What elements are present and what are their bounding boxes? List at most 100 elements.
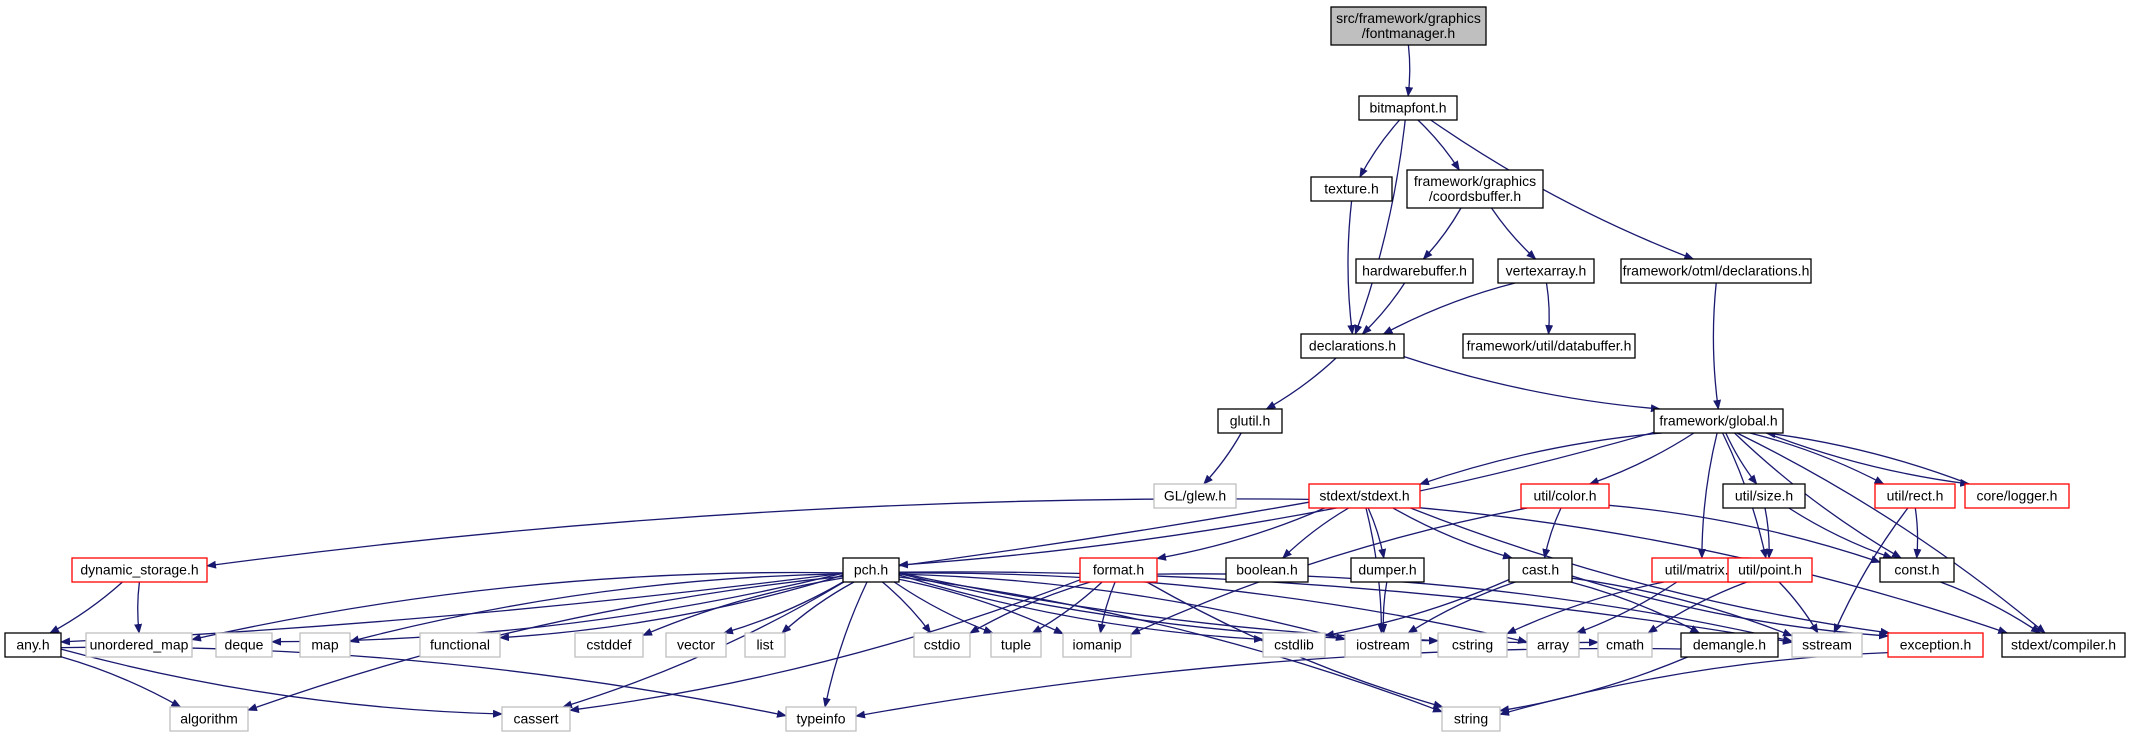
node-label-array: array (1537, 637, 1569, 653)
node-const[interactable]: const.h (1879, 557, 1955, 583)
node-box-point (1727, 557, 1813, 583)
node-box-dynamic_storage (71, 557, 208, 583)
node-stdext[interactable]: stdext/stdext.h (1308, 483, 1421, 509)
node-vertexarray[interactable]: vertexarray.h (1497, 258, 1595, 284)
node-glew: GL/glew.h (1153, 483, 1237, 509)
edge-point-to-sstream (1778, 581, 1819, 634)
edge-pch-to-iomanip (898, 578, 1064, 635)
node-label-coordsbuffer-line-0: framework/graphics (1414, 173, 1536, 189)
node-hardwarebuffer[interactable]: hardwarebuffer.h (1355, 258, 1474, 284)
node-demangle[interactable]: demangle.h (1680, 632, 1779, 658)
node-label-coordsbuffer-line-1: /coordsbuffer.h (1429, 188, 1521, 204)
edge-pch-to-algorithm (247, 575, 844, 711)
node-dumper[interactable]: dumper.h (1350, 557, 1425, 583)
node-label-declarations: declarations.h (1309, 338, 1396, 354)
node-box-demangle (1680, 632, 1779, 658)
node-coordsbuffer[interactable]: framework/graphics/coordsbuffer.h (1406, 169, 1544, 209)
edge-pch-to-cstdio (881, 581, 932, 634)
node-label-glew: GL/glew.h (1164, 488, 1226, 504)
node-box-cassert (501, 706, 571, 732)
edge-stdext-to-dynamic_storage (206, 498, 1310, 569)
node-box-coordsbuffer (1406, 169, 1544, 209)
edge-pch-to-vector (723, 581, 844, 635)
node-cassert: cassert (501, 706, 571, 732)
node-rect[interactable]: util/rect.h (1874, 483, 1956, 509)
node-box-pch (842, 557, 900, 583)
node-iostream: iostream (1344, 632, 1422, 658)
node-label-boolean: boolean.h (1236, 562, 1298, 578)
edge-cast-to-cstdlib (1324, 579, 1510, 638)
edges-layer (49, 44, 2046, 719)
edge-global-to-pch (898, 431, 1655, 569)
node-point[interactable]: util/point.h (1727, 557, 1813, 583)
node-box-cstddef (574, 632, 644, 658)
edge-dumper-to-iostream (1379, 581, 1388, 634)
node-cmath: cmath (1597, 632, 1653, 658)
node-root[interactable]: src/framework/graphics/fontmanager.h (1330, 6, 1487, 46)
node-label-cstring: cstring (1452, 637, 1493, 653)
edge-demangle-to-string (1499, 656, 1688, 714)
edge-color-to-cast (1542, 507, 1562, 559)
node-cast[interactable]: cast.h (1508, 557, 1573, 583)
node-map: map (299, 632, 351, 658)
node-compiler[interactable]: stdext/compiler.h (2001, 632, 2126, 658)
node-label-pch: pch.h (854, 562, 888, 578)
edge-global-to-stdext (1419, 432, 1662, 486)
edge-cast-to-exception (1571, 575, 1889, 640)
node-any[interactable]: any.h (4, 632, 62, 658)
node-texture[interactable]: texture.h (1310, 176, 1393, 202)
node-global[interactable]: framework/global.h (1653, 408, 1784, 434)
edge-matrix-to-array (1575, 581, 1678, 634)
node-dynamic_storage[interactable]: dynamic_storage.h (71, 557, 208, 583)
node-bitmapfont[interactable]: bitmapfont.h (1358, 95, 1458, 121)
edge-demangle-to-typeinfo (855, 647, 1682, 719)
node-box-global (1653, 408, 1784, 434)
node-label-any: any.h (16, 637, 49, 653)
node-logger[interactable]: core/logger.h (1964, 483, 2070, 509)
edge-vertexarray-to-declarations (1382, 282, 1516, 335)
node-exception[interactable]: exception.h (1887, 632, 1984, 658)
node-glutil[interactable]: glutil.h (1217, 408, 1283, 434)
node-box-cstdio (913, 632, 971, 658)
node-databuffer[interactable]: framework/util/databuffer.h (1462, 333, 1636, 359)
node-pch[interactable]: pch.h (842, 557, 900, 583)
node-box-sstream (1791, 632, 1863, 658)
node-boolean[interactable]: boolean.h (1225, 557, 1309, 583)
node-label-cstdio: cstdio (924, 637, 961, 653)
node-label-functional: functional (430, 637, 490, 653)
edge-pch-to-typeinfo (822, 581, 868, 708)
node-size[interactable]: util/size.h (1722, 483, 1806, 509)
node-iomanip: iomanip (1062, 632, 1132, 658)
node-format[interactable]: format.h (1079, 557, 1158, 583)
node-label-matrix: util/matrix.h (1665, 562, 1737, 578)
node-cstddef: cstddef (574, 632, 644, 658)
node-otml_decl[interactable]: framework/otml/declarations.h (1620, 258, 1812, 284)
node-label-const: const.h (1894, 562, 1939, 578)
node-box-array (1526, 632, 1580, 658)
node-unordered_map: unordered_map (85, 632, 193, 658)
edge-rect-to-sstream (1833, 507, 1909, 634)
node-declarations[interactable]: declarations.h (1300, 333, 1405, 359)
node-sstream: sstream (1791, 632, 1863, 658)
edge-stdext-to-boolean (1282, 507, 1350, 559)
edge-stdext-to-cast (1392, 507, 1513, 560)
edge-bitmapfont-to-texture (1359, 119, 1401, 178)
node-label-tuple: tuple (1001, 637, 1032, 653)
edge-pch-to-list (781, 581, 855, 634)
edge-stdext-to-dumper (1367, 507, 1387, 559)
node-label-rect: util/rect.h (1887, 488, 1944, 504)
node-box-deque (215, 632, 273, 658)
node-box-string (1441, 706, 1501, 732)
edge-rect-to-const (1913, 507, 1922, 559)
edge-pch-to-cstddef (642, 577, 844, 636)
node-box-cast (1508, 557, 1573, 583)
node-label-algorithm: algorithm (180, 711, 238, 727)
node-label-typeinfo: typeinfo (796, 711, 845, 727)
node-color[interactable]: util/color.h (1520, 483, 1610, 509)
node-box-any (4, 632, 62, 658)
node-box-glew (1153, 483, 1237, 509)
node-label-unordered_map: unordered_map (90, 637, 189, 653)
node-algorithm: algorithm (169, 706, 249, 732)
node-box-otml_decl (1620, 258, 1812, 284)
